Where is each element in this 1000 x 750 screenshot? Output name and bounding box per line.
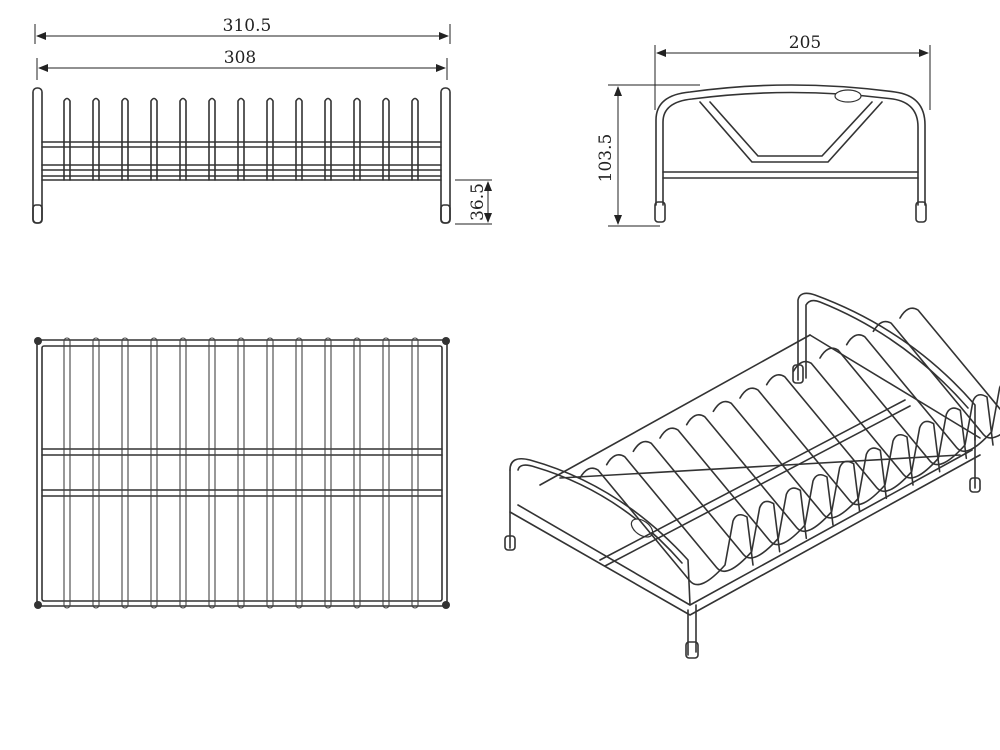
front-rail [237,97,245,181]
front-rails [63,97,419,181]
perspective-rail [712,400,888,519]
perspective-rail [579,467,754,586]
top-rail [179,337,187,609]
dim-height: 103.5 [596,134,616,183]
top-rail [324,337,332,609]
perspective-rail [659,427,834,546]
front-rail [353,97,361,181]
dim-depth: 205 [789,33,821,53]
dim-overall-length: 310.5 [223,16,272,36]
front-rail [295,97,303,181]
perspective-rail [845,334,1000,452]
front-rail [179,97,187,181]
dim-leg-height: 36.5 [468,183,488,221]
perspective-rail [685,414,861,532]
front-rail [382,97,390,181]
top-rail [353,337,361,609]
top-rail [121,337,129,609]
perspective-rail [765,374,941,492]
perspective-rails [579,307,1000,586]
top-rail [237,337,245,609]
perspective-rail [605,454,781,572]
top-rail [92,337,100,609]
front-rail [266,97,274,181]
front-rail [121,97,129,181]
top-rail [382,337,390,609]
front-rail [63,97,71,181]
dim-inner-length: 308 [224,48,256,68]
side-view: 205 103.5 [596,33,931,227]
top-rail [295,337,303,609]
perspective-rail [792,360,968,479]
perspective-rail [819,347,994,466]
front-view: 310.5 308 36.5 [32,16,492,225]
perspective-rail [872,320,1000,439]
top-rail [63,337,71,609]
front-rail [324,97,332,181]
top-rail [411,337,419,609]
perspective-rail [739,387,914,506]
logo-badge [834,89,862,103]
perspective-rail [899,307,1000,411]
perspective-logo-badge [630,518,654,538]
top-rail [150,337,158,609]
perspective-rail [632,440,808,559]
front-rail [411,97,419,181]
front-rail [150,97,158,181]
perspective-view [504,292,1000,659]
front-rail [208,97,216,181]
front-rail [92,97,100,181]
top-rail [208,337,216,609]
top-view [34,337,450,609]
top-rails [63,337,419,609]
top-rail [266,337,274,609]
